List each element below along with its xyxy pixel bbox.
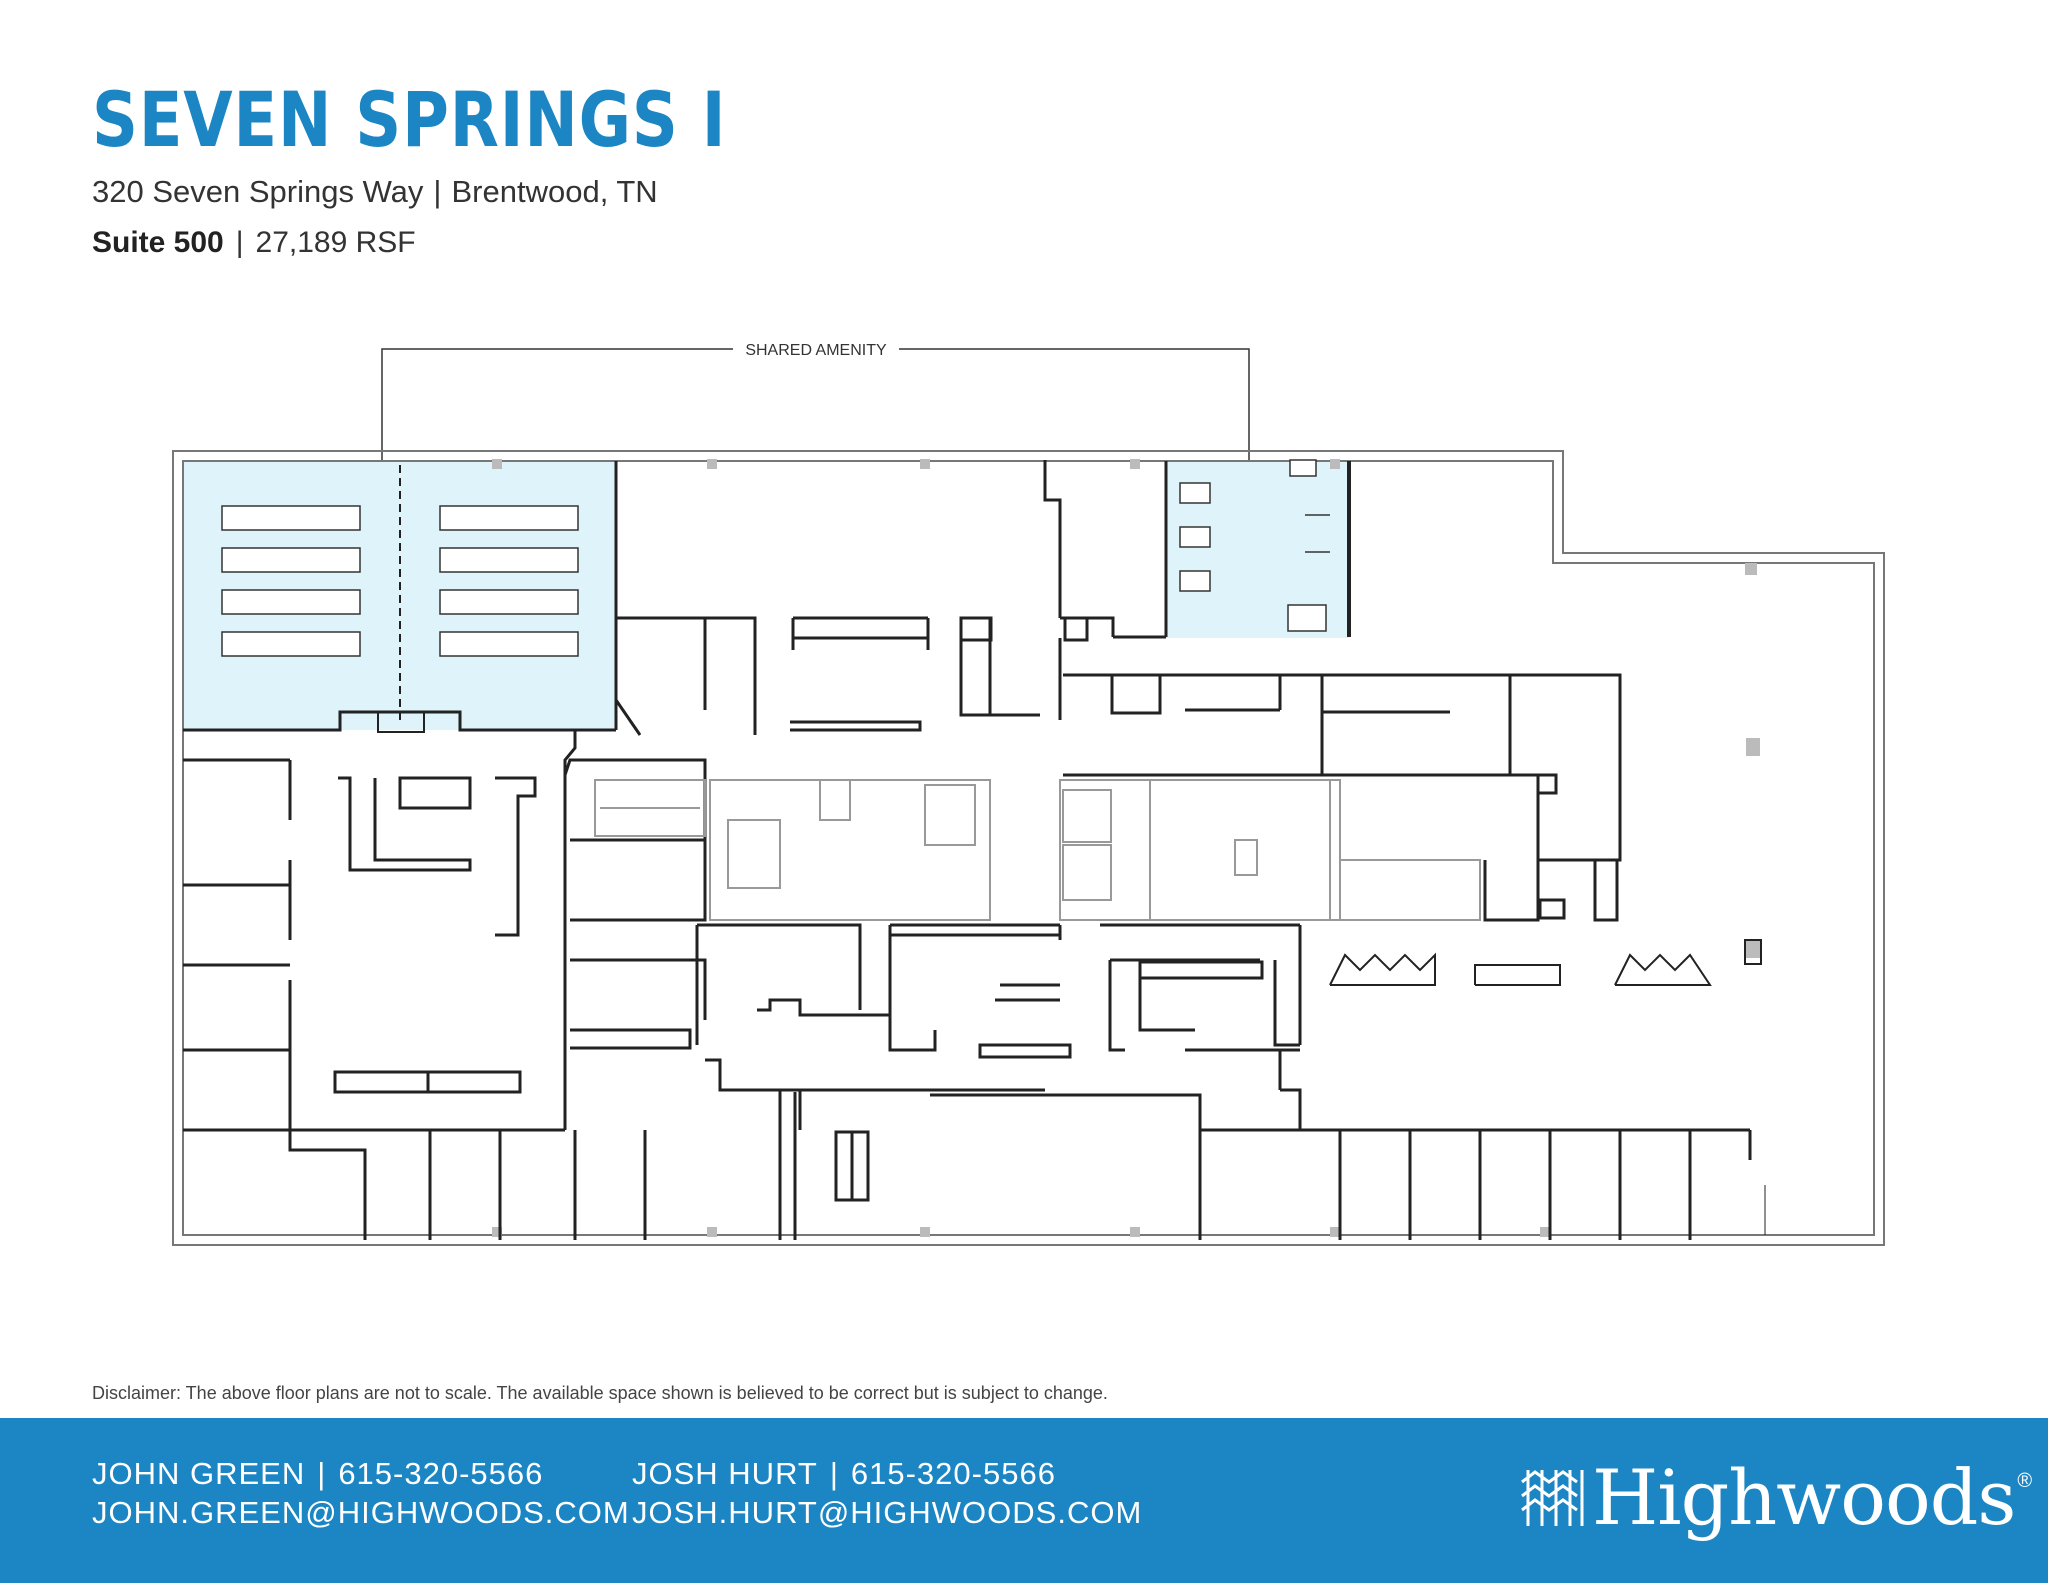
fitness-equipment: [1179, 459, 1330, 632]
amenity-label: SHARED AMENITY: [745, 342, 887, 359]
registered-mark: ®: [2017, 1470, 2033, 1492]
logo-wordmark: Highwoods: [1592, 1453, 2016, 1542]
separator: |: [829, 1456, 839, 1491]
contact-josh-hurt: JOSH HURT | 615-320-5566 JOSH.HURT@HIGHWOO…: [632, 1454, 1142, 1532]
property-title: SEVEN SPRINGS I: [92, 75, 727, 164]
separator: |: [317, 1456, 327, 1491]
contact-email[interactable]: JOHN.GREEN@HIGHWOODS.COM: [92, 1495, 630, 1530]
contact-name-line: JOHN GREEN | 615-320-5566: [92, 1454, 630, 1493]
contact-phone[interactable]: 615-320-5566: [850, 1456, 1056, 1491]
address-street: 320 Seven Springs Way: [92, 174, 424, 209]
building-core: [594, 779, 1481, 921]
highwoods-logo: Highwoods ®: [1520, 1460, 2032, 1536]
highwoods-tree-icon: [1521, 1470, 1584, 1526]
address-city: Brentwood, TN: [451, 174, 658, 209]
disclaimer: Disclaimer: The above floor plans are no…: [92, 1383, 1108, 1403]
separator: |: [235, 226, 244, 259]
window-mullions: [492, 459, 1760, 1237]
contact-phone[interactable]: 615-320-5566: [338, 1456, 544, 1491]
conference-tables: [221, 505, 579, 657]
contact-name: JOSH HURT: [632, 1456, 818, 1491]
suite-label: Suite 500: [92, 226, 224, 259]
contact-john-green: JOHN GREEN | 615-320-5566 JOHN.GREEN@HIGHW…: [92, 1454, 630, 1532]
contact-name-line: JOSH HURT | 615-320-5566: [632, 1454, 1142, 1493]
contact-email[interactable]: JOSH.HURT@HIGHWOODS.COM: [632, 1495, 1143, 1530]
interior-walls: [183, 460, 1766, 1240]
suite-info: Suite 500 | 27,189 RSF: [92, 228, 416, 258]
footer-bar: JOHN GREEN | 615-320-5566 JOHN.GREEN@HIGHW…: [0, 1418, 2048, 1583]
contact-name: JOHN GREEN: [92, 1456, 306, 1491]
workstations: [1329, 939, 1762, 986]
amenity-callout: [381, 348, 1250, 470]
building-shell: [172, 450, 1885, 1246]
separator: |: [433, 174, 442, 209]
property-address: 320 Seven Springs Way | Brentwood, TN: [92, 176, 658, 207]
suite-area: 27,189 RSF: [255, 226, 416, 259]
